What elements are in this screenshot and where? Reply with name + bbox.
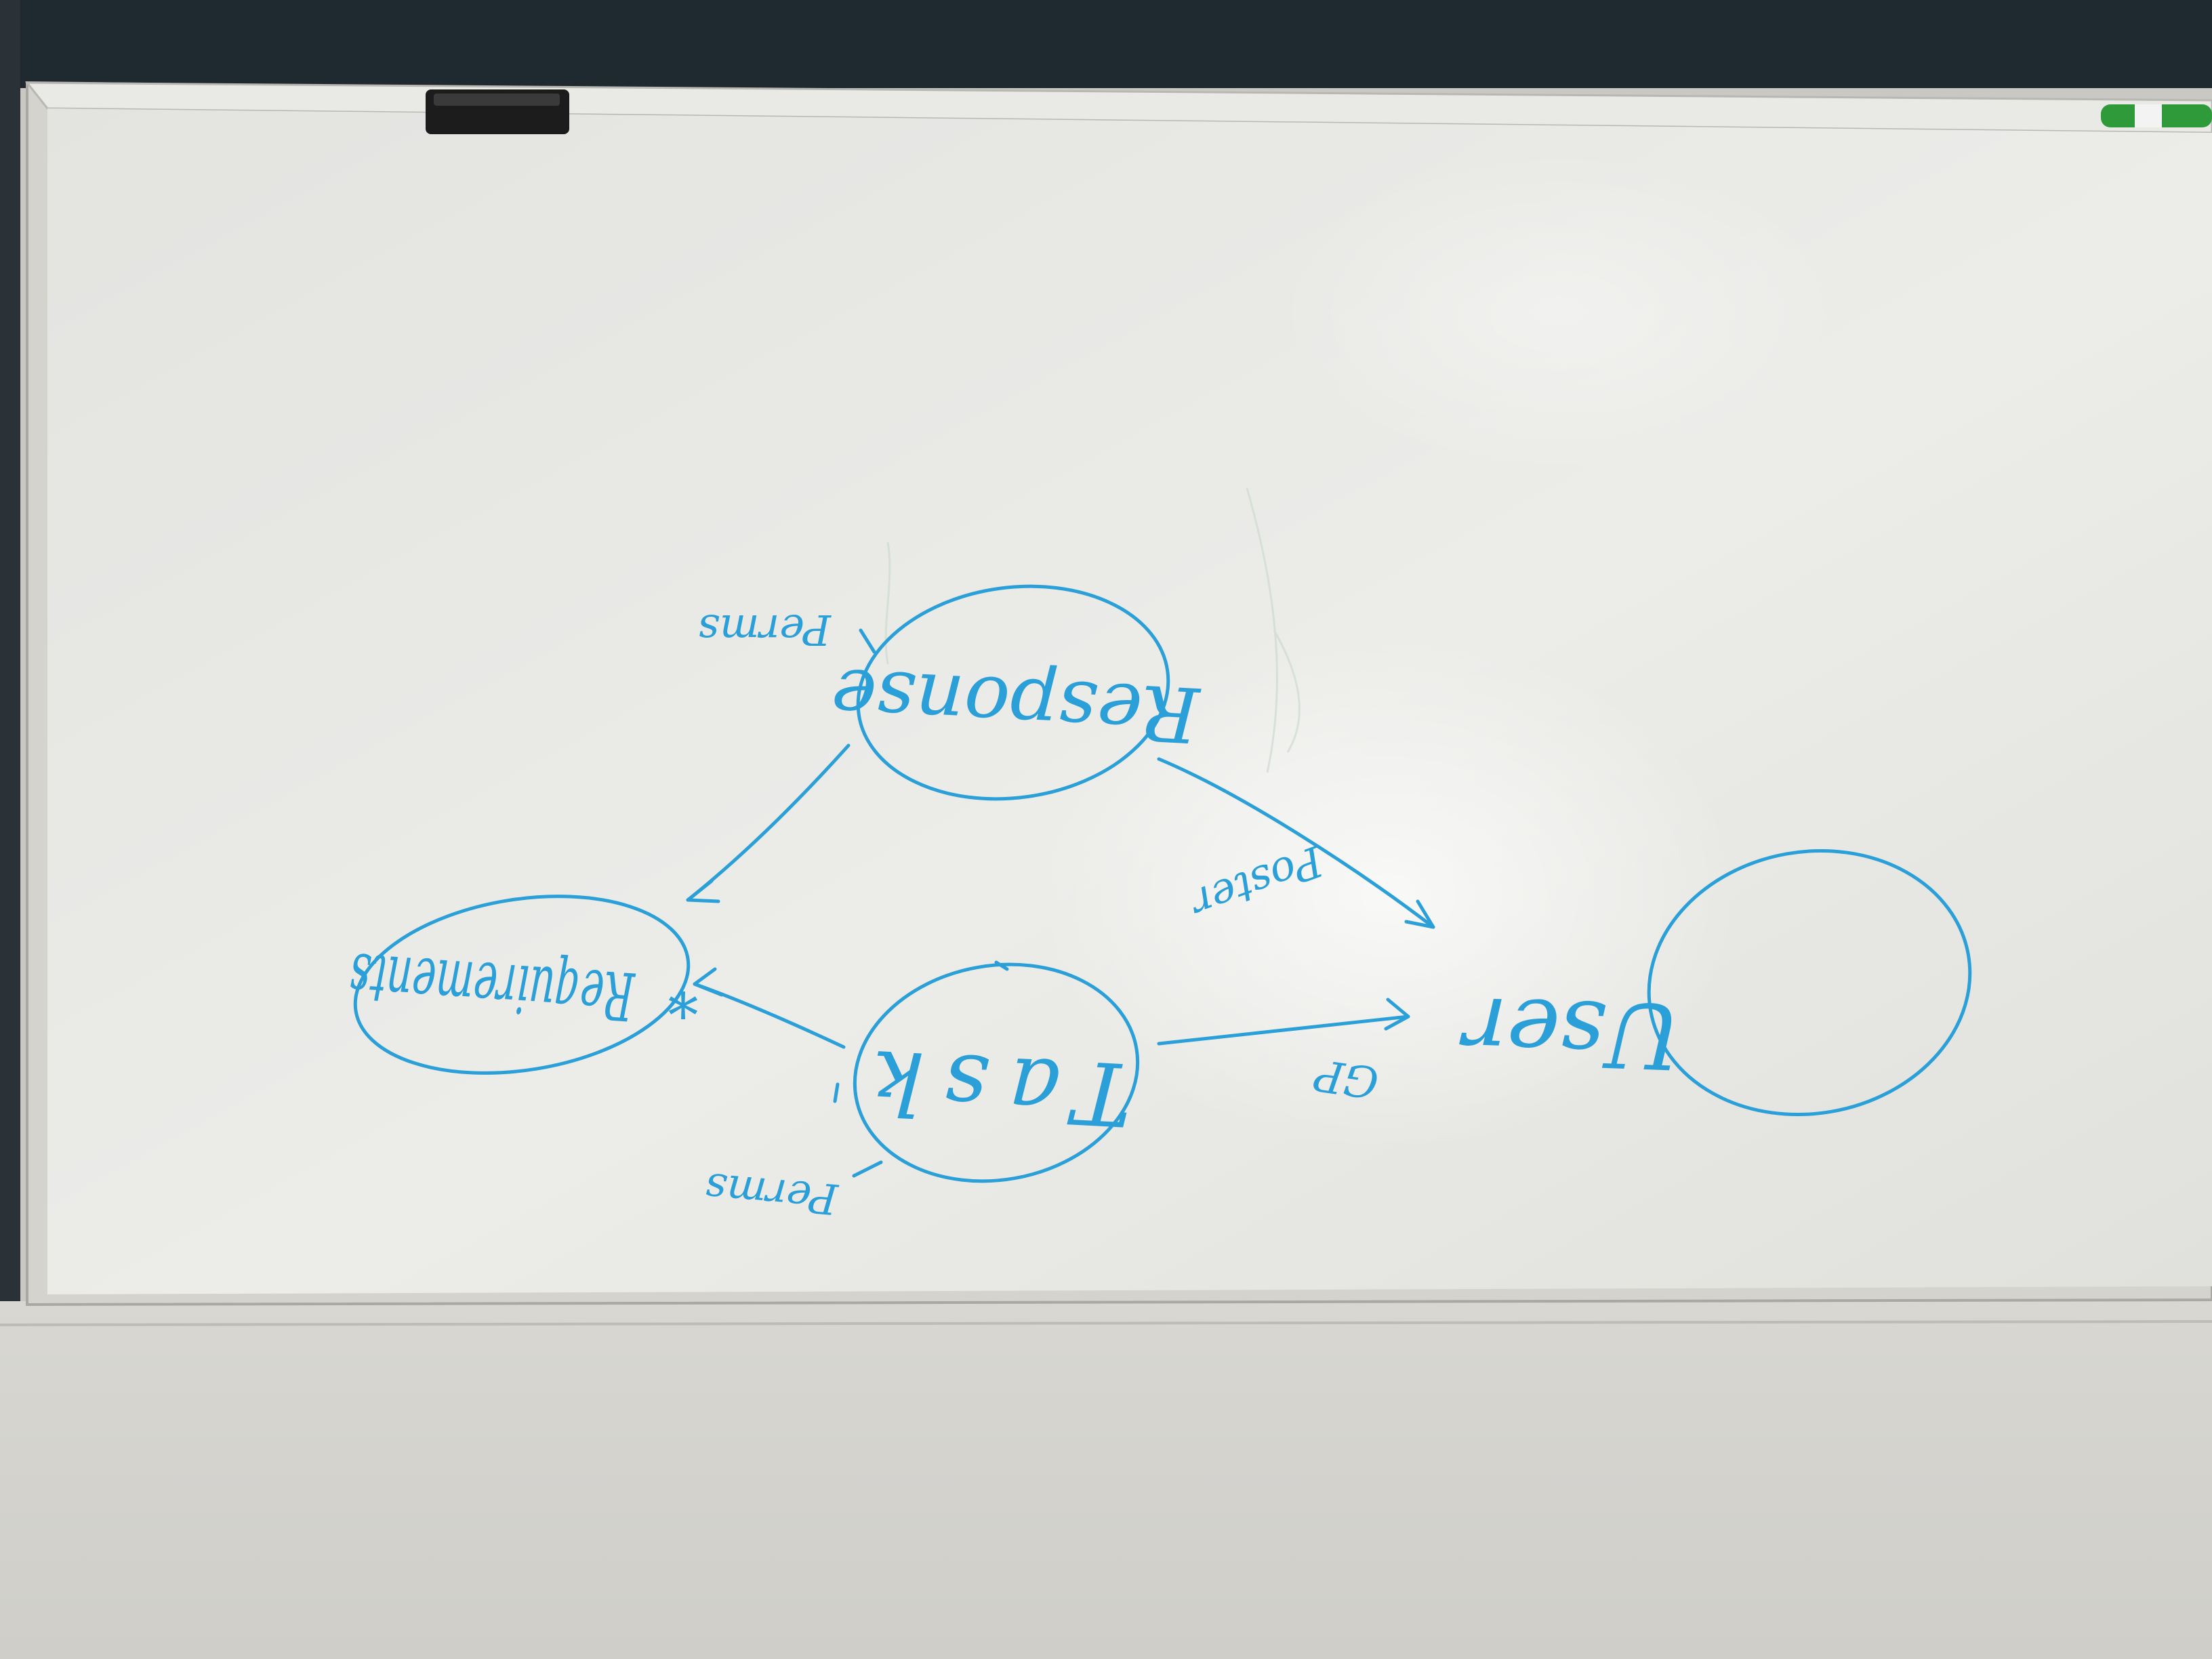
label-user-visible: User xyxy=(1458,976,1683,1088)
edge-stub-task xyxy=(852,1160,883,1178)
ghost-marks xyxy=(884,487,1300,773)
labels: Response Requirements Task User User Pos… xyxy=(347,605,1683,1224)
arrowhead-response-user xyxy=(1404,899,1435,929)
marker-icon xyxy=(2101,104,2212,127)
edge-stub-task-left xyxy=(833,1082,840,1103)
wall-seam xyxy=(0,1320,2212,1326)
label-perms-response: Perms xyxy=(698,605,832,655)
ceiling-shadow xyxy=(0,0,2212,88)
label-task: Task xyxy=(848,1029,1134,1145)
arrowhead-task-requirements xyxy=(693,967,724,997)
edge-task-user xyxy=(1157,1015,1410,1046)
edge-response-user xyxy=(1157,757,1435,929)
marker-tray xyxy=(24,81,2212,134)
node-user xyxy=(1647,848,1972,1117)
node-requirements xyxy=(353,895,691,1075)
diagram xyxy=(353,584,1972,1183)
wall xyxy=(0,1301,2212,1659)
node-response xyxy=(856,584,1170,801)
tick-task-top xyxy=(994,960,1009,971)
label-edge-gp: GP xyxy=(1311,1048,1381,1107)
arrowhead-response-requirements xyxy=(686,879,720,903)
eraser-icon xyxy=(426,89,569,134)
label-perms-task: Perms xyxy=(703,1164,840,1225)
label-edge-star: * xyxy=(668,981,699,1052)
node-task xyxy=(853,962,1140,1183)
edge-stub-response xyxy=(859,628,876,654)
light-glare-2 xyxy=(1274,149,1843,474)
arrowhead-task-user xyxy=(1384,998,1410,1031)
label-response: Response xyxy=(829,651,1202,758)
